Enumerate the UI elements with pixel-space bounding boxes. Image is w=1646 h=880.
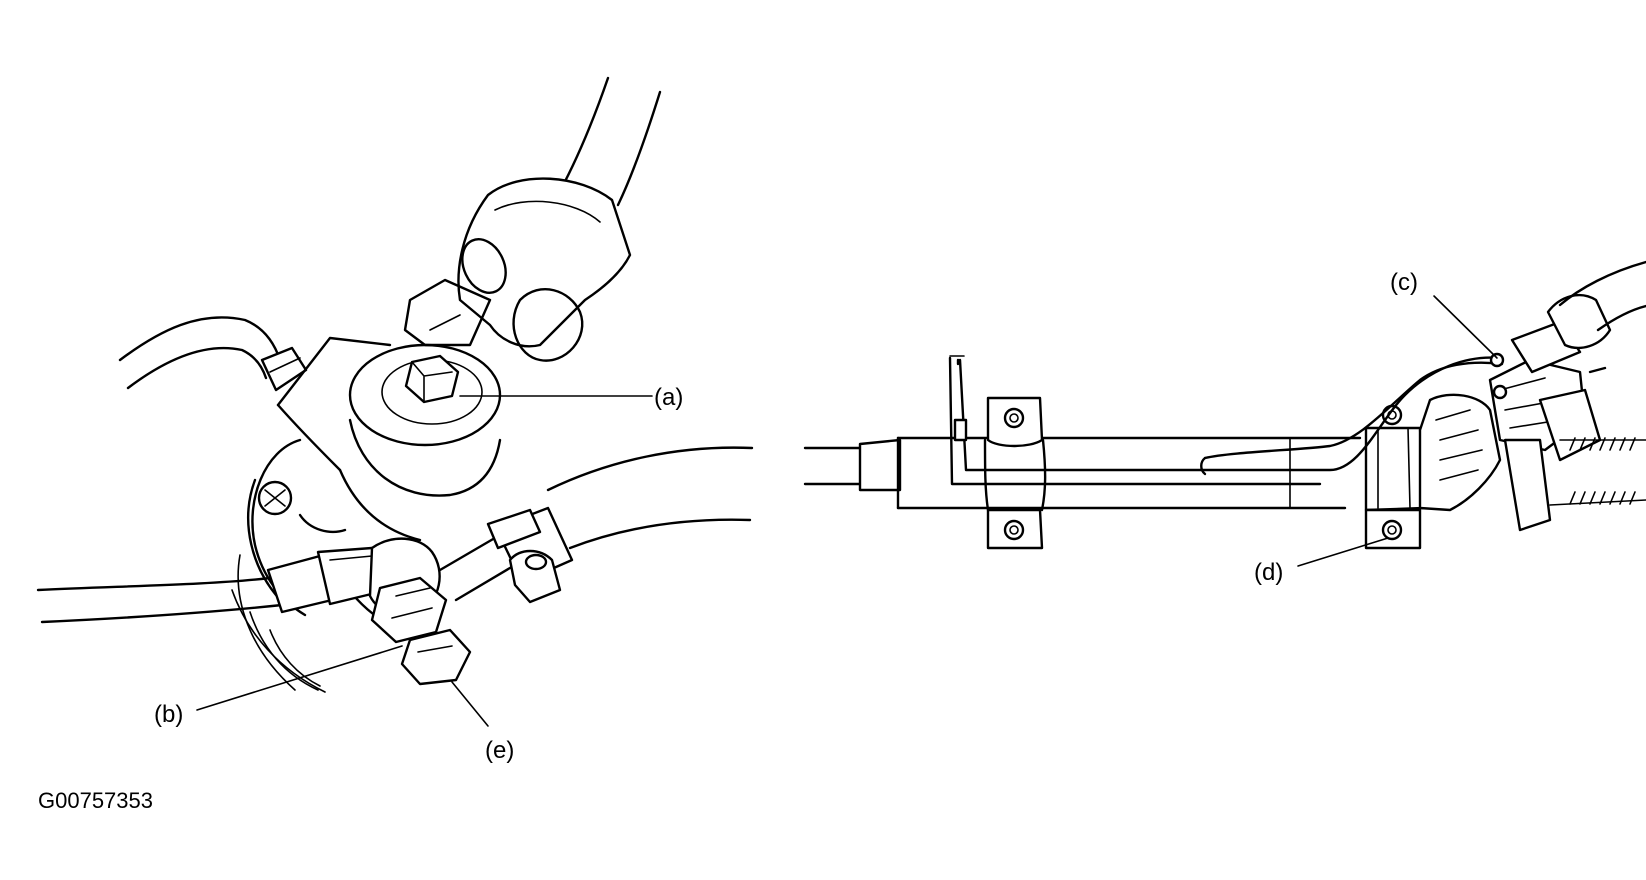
rack-tube [896,436,1362,510]
left-view-steering-gearbox [36,76,754,693]
rack-boot [1549,437,1646,506]
gearbox-housing [231,336,502,693]
return-hose-right [438,446,754,604]
valve-housing [1418,352,1602,532]
callout-d: (d) [1254,559,1283,586]
union-fitting [368,537,472,686]
intermediate-shaft [403,76,662,362]
pinion-input-shaft [1510,260,1646,374]
mounting-bracket-left [983,396,1047,550]
callout-c: (c) [1390,269,1418,296]
right-view-rack-assembly [803,260,1646,550]
figure-id: G00757353 [38,788,153,813]
pinion-nut [404,354,460,404]
callout-e: (e) [485,737,514,764]
feed-hose-left [36,546,390,624]
mounting-bracket-right [1364,404,1426,550]
hydraulic-lines [948,355,1504,486]
pressure-pipe [118,316,308,392]
callout-a: (a) [654,384,683,411]
leader-lines [196,295,1498,727]
callout-b: (b) [154,701,183,728]
